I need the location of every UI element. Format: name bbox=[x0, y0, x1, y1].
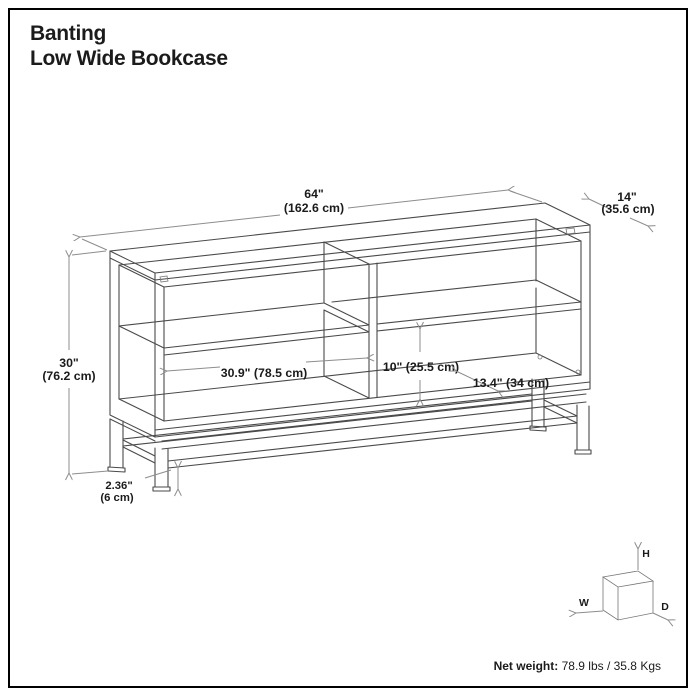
width-dimension-line bbox=[347, 190, 508, 209]
top-panel-surface bbox=[109, 202, 591, 274]
interior-back-edges bbox=[118, 218, 537, 400]
base-top-rails bbox=[109, 393, 587, 450]
depth-cm-label: (35.6 cm) bbox=[601, 202, 654, 216]
base-height-dimension: 2.36" (6 cm) bbox=[100, 468, 178, 504]
base-leg-front-right bbox=[574, 404, 592, 455]
shelf-width-dimension: 30.9" (78.5 cm) bbox=[167, 358, 367, 380]
opening-inner-frame bbox=[163, 240, 582, 422]
base-stretcher-rails bbox=[122, 393, 578, 469]
front-frame bbox=[154, 231, 591, 438]
shelf-width-line bbox=[167, 366, 221, 371]
width-dimension: 64" (162.6 cm) bbox=[80, 187, 543, 251]
top-panel bbox=[109, 202, 591, 281]
net-weight-label: Net weight: bbox=[493, 659, 559, 673]
shelf-height-label: 10" (25.5 cm) bbox=[383, 360, 459, 374]
depth-dimension-line bbox=[629, 217, 648, 226]
cube-depth-axis bbox=[652, 612, 668, 620]
depth-dimension-line bbox=[589, 199, 613, 211]
base-leg-back-left bbox=[107, 418, 126, 473]
middle-shelf bbox=[118, 279, 582, 356]
net-weight: Net weight: 78.9 lbs / 35.8 Kgs bbox=[494, 659, 661, 673]
interior bbox=[118, 218, 582, 422]
mounting-bracket-right bbox=[565, 227, 576, 235]
width-inches-label: 64" bbox=[304, 187, 324, 201]
axis-cube-icon: H W D bbox=[576, 548, 669, 620]
middle-shelf-lines bbox=[118, 279, 582, 356]
shelf-width-line bbox=[305, 358, 367, 363]
shelf-pin-hole bbox=[537, 354, 543, 360]
base-frame bbox=[107, 378, 592, 492]
height-inches-label: 30" bbox=[59, 356, 79, 370]
base-leg-front-left bbox=[152, 447, 171, 492]
cube-width-label: W bbox=[579, 597, 589, 609]
left-side-panel-outline bbox=[109, 257, 156, 438]
shelf-pin-hole bbox=[575, 369, 581, 375]
base-height-inches-label: 2.36" bbox=[105, 480, 132, 492]
height-cm-label: (76.2 cm) bbox=[42, 369, 95, 383]
base-height-cm-label: (6 cm) bbox=[100, 492, 134, 504]
page-title: Banting Low Wide Bookcase bbox=[30, 21, 228, 71]
height-dimension: 30" (76.2 cm) bbox=[42, 250, 109, 475]
width-extension-lines bbox=[81, 190, 543, 251]
cube-width-axis bbox=[576, 611, 604, 613]
center-divider bbox=[323, 241, 378, 399]
depth-dimension: 14" (35.6 cm) bbox=[589, 190, 655, 226]
product-name: Banting bbox=[30, 22, 107, 45]
center-divider-lines bbox=[323, 241, 378, 399]
shelf-depth-label: 13.4" (34 cm) bbox=[473, 376, 549, 390]
net-weight-value: 78.9 lbs / 35.8 Kgs bbox=[561, 659, 661, 673]
left-side-panel bbox=[109, 257, 156, 438]
bookcase-drawing bbox=[107, 202, 592, 492]
shelf-depth-line bbox=[456, 371, 498, 391]
depth-inches-label: 14" bbox=[617, 190, 637, 204]
cube-height-label: H bbox=[642, 548, 650, 560]
base-height-leader bbox=[144, 469, 172, 479]
shelf-depth-dimension: 13.4" (34 cm) bbox=[456, 371, 549, 391]
cube-depth-label: D bbox=[661, 601, 669, 613]
carcass-outline bbox=[154, 231, 591, 438]
shelf-width-label: 30.9" (78.5 cm) bbox=[221, 366, 308, 380]
width-cm-label: (162.6 cm) bbox=[284, 201, 344, 215]
cube-wireframe bbox=[601, 570, 655, 621]
height-extension-lines bbox=[71, 250, 109, 475]
width-dimension-line bbox=[80, 214, 281, 237]
product-type: Low Wide Bookcase bbox=[30, 47, 228, 70]
shelf-height-dimension: 10" (25.5 cm) bbox=[383, 329, 459, 399]
interior-corner-junctions bbox=[118, 218, 582, 422]
mounting-bracket-left bbox=[159, 275, 169, 283]
